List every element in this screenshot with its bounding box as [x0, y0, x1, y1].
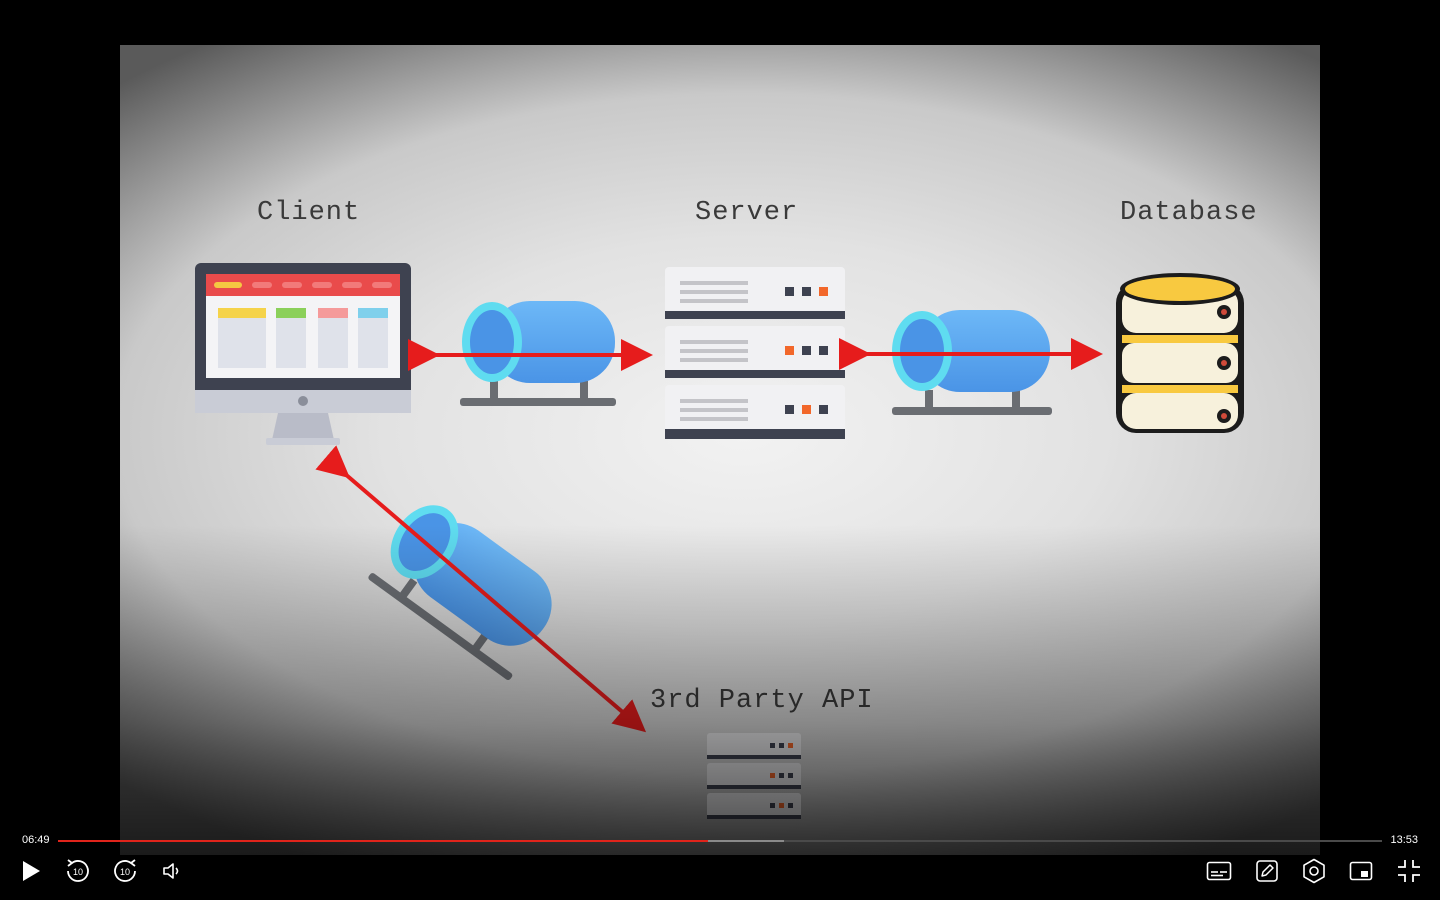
volume-icon: [163, 863, 179, 879]
connection-pipe-icon: [368, 505, 552, 681]
pip-button[interactable]: [1346, 856, 1376, 886]
play-icon: [23, 861, 40, 881]
duration: 13:53: [1390, 834, 1418, 846]
forward-10-icon: 10: [114, 859, 136, 882]
rewind-button[interactable]: 10: [63, 856, 93, 886]
settings-button[interactable]: [1299, 856, 1329, 886]
rewind-10-icon: 10: [67, 859, 89, 882]
notes-button[interactable]: [1252, 856, 1282, 886]
server-label: Server: [695, 198, 799, 228]
forward-button[interactable]: 10: [110, 856, 140, 886]
svg-text:10: 10: [120, 867, 130, 877]
api-server-icon: [707, 733, 801, 819]
api-label: 3rd Party API: [650, 686, 874, 716]
exit-fullscreen-button[interactable]: [1394, 856, 1424, 886]
current-time: 06:49: [22, 834, 50, 846]
exit-fullscreen-icon: [1398, 860, 1420, 882]
volume-button[interactable]: [157, 856, 187, 886]
progress-bar[interactable]: [58, 840, 1382, 842]
client-monitor-icon: [195, 263, 411, 445]
pencil-icon: [1256, 860, 1278, 882]
player-controls: 06:49 13:53 10 10: [0, 828, 1440, 900]
database-icon: [1116, 273, 1244, 433]
gear-icon: [1303, 858, 1325, 884]
diagram: [195, 263, 1244, 819]
video-frame[interactable]: Client Server Database 3rd Party API: [120, 45, 1320, 855]
progress-played: [58, 840, 709, 842]
svg-text:10: 10: [73, 867, 83, 877]
connection-arrows: [315, 338, 1103, 733]
captions-icon: [1206, 861, 1232, 881]
play-button[interactable]: [16, 856, 46, 886]
picture-in-picture-icon: [1349, 861, 1373, 881]
captions-button[interactable]: [1204, 856, 1234, 886]
database-label: Database: [1120, 198, 1258, 228]
connection-pipe-icon: [892, 310, 1052, 415]
server-rack-icon: [665, 267, 845, 439]
client-label: Client: [257, 198, 361, 228]
